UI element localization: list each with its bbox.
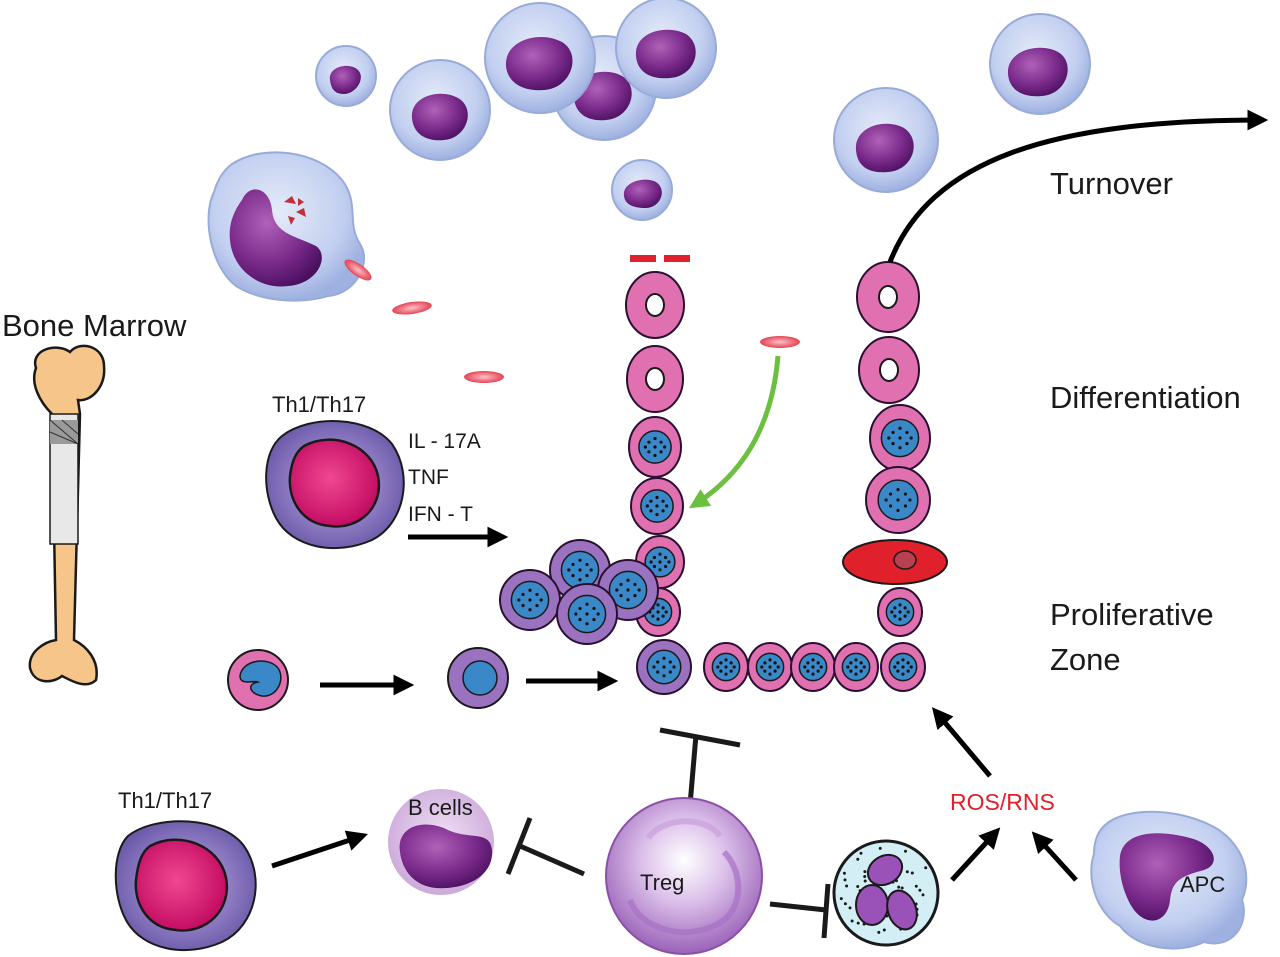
crypt-stem-cell bbox=[636, 639, 692, 695]
b-cells-label: B cells bbox=[408, 795, 473, 820]
leukocyte-7 bbox=[833, 87, 939, 193]
proliferating-cell-2 bbox=[499, 569, 561, 631]
enterocyte-right-2 bbox=[858, 336, 920, 404]
proliferating-cell-4 bbox=[556, 583, 618, 645]
crypt-base-cell-2 bbox=[747, 642, 793, 692]
leukocyte-5 bbox=[615, 0, 717, 99]
apc-to-ros-arrow bbox=[1031, 831, 1078, 882]
treg-inhibit-neutrophil bbox=[769, 883, 831, 939]
th-to-bcell-arrow bbox=[271, 830, 368, 869]
ros-to-crypt-arrow bbox=[931, 707, 992, 778]
leukocyte-4 bbox=[484, 2, 596, 114]
bone-marrow-label: Bone Marrow bbox=[2, 308, 187, 343]
circulating-leukocytes bbox=[315, 0, 1091, 221]
stem-cell-2 bbox=[447, 647, 509, 709]
cytokines-list: IL - 17A TNF IFN - T bbox=[408, 430, 481, 526]
cytokine-il17a: IL - 17A bbox=[408, 430, 481, 453]
granules bbox=[284, 196, 306, 225]
enterocyte-left-1 bbox=[625, 271, 685, 339]
leukocyte-1 bbox=[315, 45, 377, 107]
crypt-base-cell-1 bbox=[703, 642, 749, 692]
proliferative-label: Proliferative bbox=[1050, 597, 1214, 632]
leukocyte-6 bbox=[611, 159, 673, 221]
crypt-base-cell-4 bbox=[833, 642, 879, 692]
enterocyte-right-1 bbox=[856, 261, 920, 333]
enterocyte-left-2 bbox=[626, 345, 684, 413]
cytokine-ifn: IFN - T bbox=[408, 503, 473, 526]
green-arrow bbox=[688, 355, 781, 509]
red-blood-cells bbox=[344, 259, 800, 383]
crypt-cell-left-3 bbox=[628, 416, 682, 478]
ros-rns-label: ROS/RNS bbox=[950, 789, 1055, 815]
turnover-label: Turnover bbox=[1050, 166, 1173, 201]
neutrophil-to-ros-arrow bbox=[950, 827, 1001, 882]
leukocyte-2 bbox=[389, 59, 491, 161]
red-cell-right-column bbox=[842, 539, 948, 585]
intestinal-crypt bbox=[499, 261, 931, 695]
treg-inhibit-bcell bbox=[505, 817, 586, 877]
th-cell-top-label: Th1/Th17 bbox=[272, 392, 366, 417]
macrophage-upper bbox=[207, 151, 365, 302]
neutrophil bbox=[832, 839, 940, 947]
treg-cell bbox=[605, 797, 763, 955]
crypt-cell-left-4 bbox=[630, 477, 684, 535]
th-cell-bottom bbox=[114, 820, 257, 952]
leukocyte-8 bbox=[989, 13, 1091, 115]
crypt-cell-right-4 bbox=[865, 466, 931, 534]
crypt-base-cell-3 bbox=[790, 642, 836, 692]
treg-label: Treg bbox=[640, 870, 684, 895]
treg-inhibit-crypt bbox=[659, 727, 741, 806]
apc-cell bbox=[1090, 810, 1248, 950]
cytokine-tnf: TNF bbox=[408, 466, 449, 489]
apc-label: APC bbox=[1180, 872, 1225, 897]
crypt-base-cell-5 bbox=[880, 642, 926, 692]
th-cell-bottom-label: Th1/Th17 bbox=[118, 788, 212, 813]
femur-bone-icon bbox=[28, 344, 106, 686]
proliferating-cell-3 bbox=[597, 559, 659, 621]
stem-cell-1 bbox=[227, 649, 289, 711]
zone-label: Zone bbox=[1050, 642, 1121, 677]
crypt-cell-right-6 bbox=[877, 587, 923, 637]
b-cell bbox=[388, 789, 494, 895]
th-cell-top bbox=[265, 420, 405, 550]
crypt-cell-right-3 bbox=[869, 404, 931, 472]
red-dash-markers bbox=[630, 255, 690, 262]
turnover-arrow bbox=[887, 109, 1269, 263]
differentiation-label: Differentiation bbox=[1050, 380, 1241, 415]
